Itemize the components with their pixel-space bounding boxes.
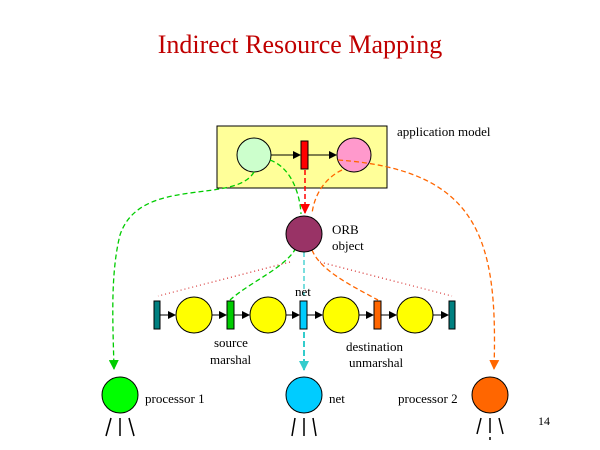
pipeline-bar-start [153,300,161,330]
pipeline-bar-end [448,300,456,330]
net-node [285,376,323,414]
app-model-left-circle [236,137,272,173]
net-node-rays [291,417,317,437]
source-label-line1: source [214,335,248,350]
pipeline-circle [249,296,287,334]
processor1-label: processor 1 [145,391,205,406]
processor1-node [101,376,139,414]
processor2-node [471,376,509,414]
pipeline-circle [175,296,213,334]
app-model-right-circle [336,137,372,173]
processor2-label: processor 2 [398,391,458,406]
orb-object-node [285,215,323,253]
pipeline-circle [396,296,434,334]
orange-mapping-path [337,159,500,370]
orb-label-line2: object [332,238,364,253]
slide-number: 14 [538,414,550,428]
orange-orb-path [311,169,343,215]
app-model-bar [300,140,309,170]
net-top-label: net [295,284,311,299]
slide-title: Indirect Resource Mapping [157,30,443,59]
fan-line-right [319,261,453,297]
green-source-path [229,247,297,301]
fan-line-left [157,261,291,297]
pipeline [153,296,456,334]
pipeline-bar-destination [373,300,382,330]
orange-destination-path [311,249,379,301]
pipeline-bar-source [226,300,235,330]
application-model-label: application model [397,124,491,139]
processor1-rays [105,417,135,437]
green-orb-path [269,159,302,215]
source-label-line2: marshal [210,352,252,367]
pipeline-bar-net [299,300,308,330]
pipeline-circle [322,296,360,334]
net-bottom-label: net [329,391,345,406]
destination-label-line1: destination [346,339,404,354]
destination-label-line2: unmarshal [349,355,404,370]
processor2-rays [476,417,504,440]
green-mapping-path [108,171,255,370]
orb-label-line1: ORB [332,222,359,237]
